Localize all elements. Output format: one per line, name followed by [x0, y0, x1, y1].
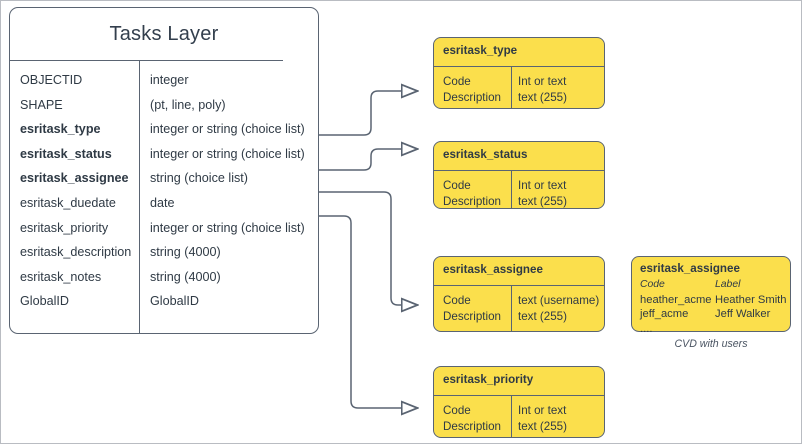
field-type: integer or string (choice list): [150, 220, 305, 235]
table-row: esritask_duedate date: [10, 191, 318, 216]
column-divider: [139, 61, 140, 333]
domain-box-assignee: esritask_assignee Code Description text …: [433, 256, 605, 332]
cvd-entry-row: jeff_acme Jeff Walker: [640, 307, 786, 322]
field-type: date: [150, 195, 175, 210]
field-type: integer or string (choice list): [150, 146, 305, 161]
field-type: string (4000): [150, 245, 221, 260]
title-divider: [10, 60, 283, 61]
field-name: SHAPE: [20, 97, 63, 112]
domain-header-divider: [434, 285, 604, 286]
cvd-label: Jeff Walker: [715, 308, 771, 320]
field-name: esritask_assignee: [20, 171, 129, 186]
domain-right-column: Int or text text (255): [518, 179, 567, 208]
connector-type: [319, 91, 418, 136]
domain-left-column: Code Description: [443, 179, 501, 208]
field-type: integer: [150, 73, 189, 87]
domain-box-priority: esritask_priority Code Description Int o…: [433, 366, 605, 438]
field-type: (pt, line, poly): [150, 97, 226, 112]
domain-column-divider: [511, 66, 512, 108]
domain-header-divider: [434, 170, 604, 171]
domain-left-column: Code Description: [443, 75, 501, 104]
cvd-label: Heather Smith: [715, 293, 787, 306]
cvd-code: ....: [640, 322, 653, 335]
field-name: esritask_notes: [20, 269, 102, 284]
domain-left-column: Code Description: [443, 404, 501, 433]
cvd-caption: CVD with users: [674, 338, 748, 350]
domain-box-type: esritask_type Code Description Int or te…: [433, 37, 605, 109]
field-name: esritask_description: [20, 245, 132, 260]
domain-title: esritask_type: [443, 44, 518, 57]
domain-column-divider: [511, 285, 512, 331]
page-title: Tasks Layer: [109, 23, 219, 45]
domain-left-column: Code Description: [443, 294, 501, 323]
table-row: GlobalID GlobalID: [10, 289, 318, 314]
field-name: OBJECTID: [20, 73, 83, 87]
domain-column-divider: [511, 395, 512, 437]
table-row: esritask_status integer or string (choice…: [10, 142, 318, 167]
table-row: esritask_notes string (4000): [10, 265, 318, 290]
domain-column-divider: [511, 170, 512, 208]
cvd-code: Code: [640, 279, 665, 290]
field-name: GlobalID: [20, 294, 69, 309]
domain-right-column: Int or text text (255): [518, 75, 567, 104]
table-row: esritask_assignee string (choice list): [10, 166, 318, 191]
field-name: esritask_duedate: [20, 195, 116, 210]
connector-assignee: [319, 191, 418, 305]
domain-header-divider: [434, 66, 604, 67]
domain-title: esritask_assignee: [443, 263, 543, 276]
table-row: SHAPE (pt, line, poly): [10, 93, 318, 118]
cvd-ellipsis-row: ....: [640, 322, 786, 337]
field-name: esritask_type: [20, 122, 101, 137]
field-type: integer or string (choice list): [150, 122, 305, 137]
field-type: string (choice list): [150, 171, 248, 186]
cvd-title: esritask_assignee: [640, 262, 740, 275]
field-name: esritask_status: [20, 146, 112, 161]
connector-status: [319, 149, 418, 171]
table-row: esritask_priority integer or string (choi…: [10, 216, 318, 241]
domain-title: esritask_status: [443, 148, 528, 161]
cvd-label: Label: [715, 279, 741, 290]
field-name: esritask_priority: [20, 220, 109, 235]
connector-priority: [319, 215, 418, 408]
cvd-code: jeff_acme: [640, 308, 689, 320]
domain-box-status: esritask_status Code Description Int or …: [433, 141, 605, 209]
table-row: esritask_description string (4000): [10, 240, 318, 265]
domain-header-divider: [434, 395, 604, 396]
field-type: GlobalID: [150, 294, 199, 309]
table-row: esritask_type integer or string (choice l…: [10, 117, 318, 142]
cvd-header-row: Code Label: [640, 278, 786, 293]
domain-title: esritask_priority: [443, 373, 534, 386]
cvd-code: heather_acme: [640, 293, 712, 306]
domain-right-column: Int or text text (255): [518, 404, 567, 433]
table-row: OBJECTID integer: [10, 68, 318, 93]
domain-right-column: text (username) text (255): [518, 294, 600, 323]
field-type: string (4000): [150, 269, 221, 284]
